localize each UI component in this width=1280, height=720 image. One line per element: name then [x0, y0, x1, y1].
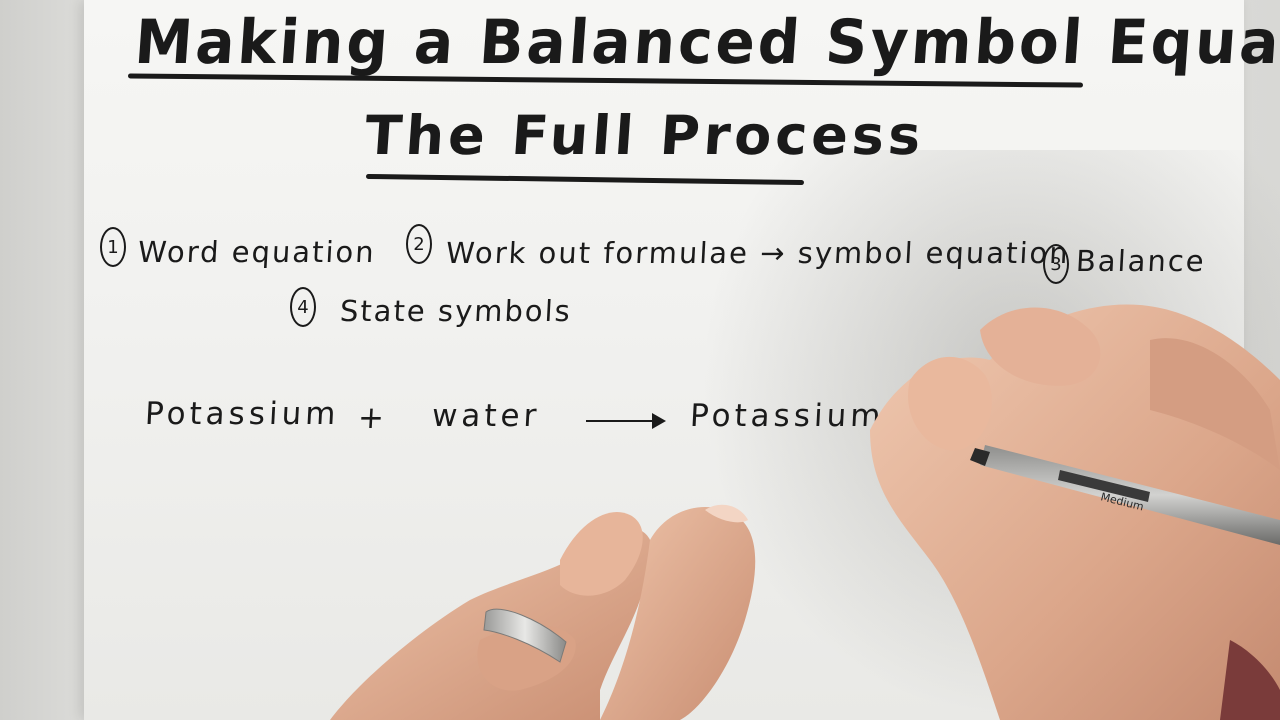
- step-2-number: 2: [406, 224, 432, 264]
- left-hand: [330, 504, 756, 720]
- step-4-number: 4: [290, 287, 316, 327]
- step-1-number: 1: [100, 227, 126, 267]
- reaction-arrow: [586, 420, 660, 422]
- reaction-arrow-head: [652, 413, 666, 429]
- right-hand: [870, 304, 1280, 720]
- step-3-number: 3: [1043, 244, 1069, 284]
- pen: [970, 445, 1280, 545]
- ring: [483, 608, 567, 663]
